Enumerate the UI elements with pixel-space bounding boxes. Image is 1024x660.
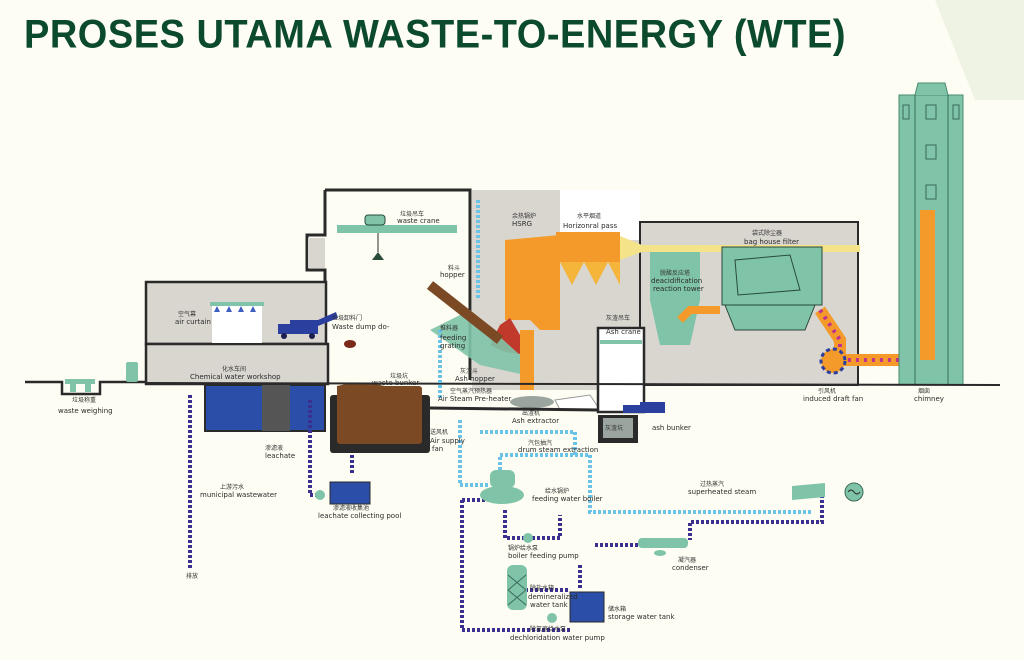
- page-title: PROSES UTAMA WASTE-TO-ENERGY (WTE): [24, 12, 847, 58]
- label-superheated-zh: 过热蒸汽: [700, 480, 724, 488]
- label-bfp-zh: 锅炉给水泵: [508, 544, 538, 552]
- label-air-fan-2: fan: [432, 445, 443, 453]
- label-chimney-zh: 烟囱: [918, 387, 930, 395]
- label-horizontal-pass-zh: 水平烟道: [577, 212, 601, 220]
- label-waste-dump-zh: 垃圾卸料门: [332, 314, 362, 322]
- label-demin-1: demineralized: [528, 593, 578, 601]
- label-feeding-grate-1: feeding: [440, 334, 466, 342]
- waste-weighing-station: [25, 362, 145, 396]
- ash-crane-building: [596, 326, 665, 443]
- label-superheated: superheated steam: [688, 488, 756, 496]
- label-ash-extractor-zh: 出渣机: [522, 409, 540, 417]
- label-preheater-zh: 空气蒸汽预热器: [450, 387, 492, 395]
- label-condenser: condenser: [672, 564, 709, 572]
- label-deacid-zh: 脱酸反应塔: [660, 269, 690, 277]
- steam-drum: [480, 470, 524, 504]
- label-condenser-zh: 凝汽器: [678, 556, 696, 564]
- label-hopper-zh: 料斗: [448, 264, 460, 272]
- label-fwb-zh: 给水锅炉: [545, 487, 569, 495]
- label-ash-hopper-zh: 灰渣斗: [460, 367, 478, 375]
- label-demin-2: water tank: [530, 601, 569, 609]
- label-drum-steam-zh: 汽包抽汽: [528, 439, 552, 447]
- label-ash-crane-zh: 灰渣吊车: [606, 314, 630, 322]
- label-id-fan: induced draft fan: [803, 395, 863, 403]
- label-leachate: leachate: [265, 452, 295, 460]
- label-demin-zh: 除盐水箱: [530, 584, 554, 592]
- dechloridation-pump-icon: [547, 613, 557, 623]
- deacidification-tower: [650, 252, 700, 345]
- label-waste-dump: Waste dump do-: [332, 323, 390, 331]
- chimney: [898, 82, 964, 386]
- label-ash-extractor: Ash extractor: [512, 417, 559, 425]
- storage-water-tank: [569, 591, 605, 623]
- label-feeding-grate-zh: 推料器: [440, 324, 458, 332]
- garbage-truck-icon: [278, 312, 338, 339]
- label-chimney: chimney: [914, 395, 944, 403]
- label-weighing-zh: 垃圾称重: [72, 396, 96, 404]
- label-waste-crane: waste crane: [397, 217, 440, 225]
- label-air-fan-zh: 送风机: [430, 428, 448, 436]
- label-leachate-pool-zh: 渗滤液收集池: [333, 504, 369, 512]
- label-drum-steam: drum steam extraction: [518, 446, 598, 454]
- label-deacid-1: deacidification: [651, 277, 702, 285]
- label-preheater: Air Steam Pre-heater: [438, 395, 511, 403]
- label-municipal-zh: 上游污水: [220, 483, 244, 491]
- label-air-curtain-zh: 空气幕: [178, 310, 196, 318]
- label-bag-house: bag house filter: [744, 238, 799, 246]
- label-ash-bunker-zh: 灰渣坑: [605, 424, 623, 432]
- label-ash-crane: Ash crane: [606, 328, 641, 336]
- background-panel: [935, 0, 1024, 100]
- label-dechlor-zh: 除氯器给水泵: [530, 625, 566, 633]
- label-hsrg: HSRG: [512, 220, 532, 228]
- label-air-fan-1: Air supply: [430, 437, 465, 445]
- bag-house-filter: [721, 246, 823, 331]
- label-chemical-water-zh: 化水车间: [222, 365, 246, 373]
- label-waste-bunker: waste bunker: [372, 379, 419, 387]
- label-feeding-grate-2: grating: [440, 342, 465, 350]
- label-storage: storage water tank: [608, 613, 675, 621]
- label-air-curtain: air curtain: [175, 318, 211, 326]
- label-dechlor: dechloridation water pump: [510, 634, 605, 642]
- label-id-fan-zh: 引风机: [818, 387, 836, 395]
- waste-crane-bridge: [337, 225, 457, 233]
- label-drain-zh: 排放: [186, 572, 198, 580]
- steam-lines: [438, 200, 812, 514]
- label-hopper: hopper: [440, 271, 465, 279]
- turbine-generator: [792, 482, 864, 502]
- leachate-collecting-pool: [315, 481, 371, 505]
- label-storage-zh: 储水箱: [608, 605, 626, 613]
- ash-truck-icon: [623, 402, 665, 413]
- label-horizontal-pass: Horizonral pass: [563, 222, 617, 230]
- induced-draft-fan-icon: [819, 347, 847, 375]
- label-ash-bunker: ash bunker: [652, 424, 691, 432]
- label-bag-house-zh: 袋式除尘器: [752, 229, 782, 237]
- label-chemical-water: Chemical water workshop: [190, 373, 281, 381]
- label-fwb: feeding water boiler: [532, 495, 603, 503]
- label-hsrg-zh: 余热锅炉: [512, 212, 536, 220]
- label-ash-hopper: Ash hopper: [455, 375, 495, 383]
- reception-building: [144, 280, 338, 386]
- label-waste-crane-zh: 垃圾吊车: [400, 210, 424, 218]
- condenser: [638, 538, 688, 556]
- label-leachate-pool: leachate collecting pool: [318, 512, 401, 520]
- label-weighing: waste weighing: [58, 407, 113, 415]
- label-deacid-2: reaction tower: [653, 285, 704, 293]
- waste-bunker-building: [305, 188, 472, 444]
- label-bfp: boiler feeding pump: [508, 552, 579, 560]
- boiler-feed-pump-icon: [523, 533, 533, 543]
- label-waste-bunker-zh: 垃圾坑: [390, 372, 408, 380]
- label-leachate-zh: 渗滤液: [265, 444, 283, 452]
- label-municipal: municipal wastewater: [200, 491, 277, 499]
- demineralized-water-tank: [507, 565, 527, 610]
